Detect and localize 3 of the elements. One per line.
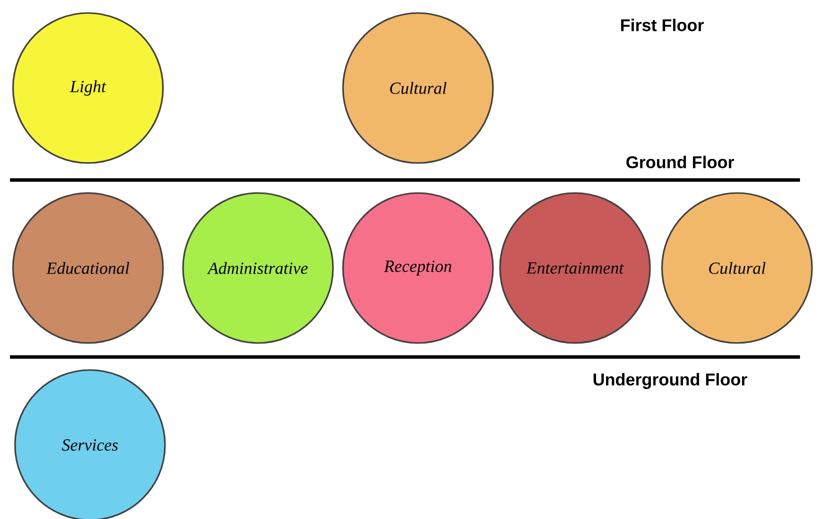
floor-label: First Floor <box>621 18 704 32</box>
floor-label: Underground Floor <box>594 373 748 389</box>
floor-label: Ground Floor <box>626 156 734 168</box>
